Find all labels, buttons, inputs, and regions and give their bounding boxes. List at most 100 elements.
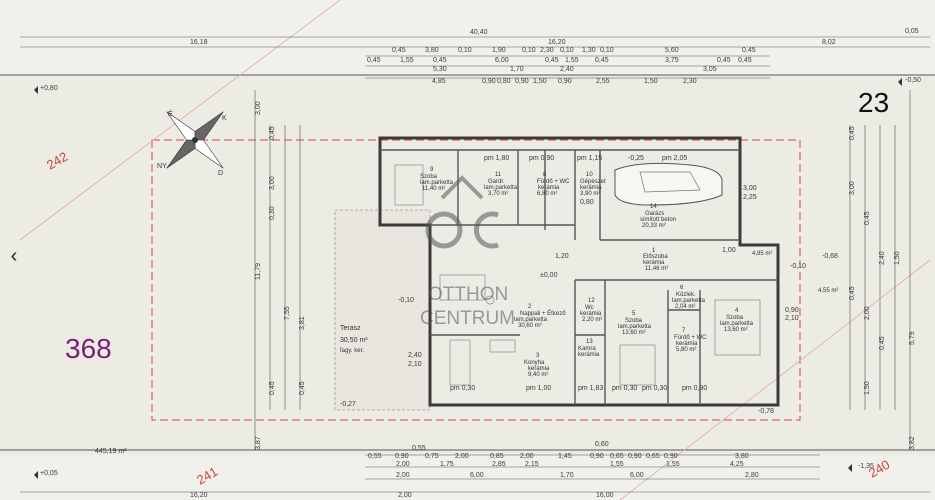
room-1: 1 Előszoba kerámia 11,46 m² — [643, 248, 668, 272]
svg-text:0,10: 0,10 — [600, 47, 614, 54]
svg-text:9,40 m²: 9,40 m² — [528, 372, 548, 378]
top-dimension-lines — [20, 36, 930, 79]
svg-text:-0,68: -0,68 — [822, 253, 838, 260]
svg-text:3: 3 — [536, 353, 540, 359]
svg-text:0,90: 0,90 — [785, 307, 799, 314]
svg-text:30,60 m²: 30,60 m² — [518, 323, 542, 329]
svg-text:14: 14 — [650, 204, 657, 210]
room-2: 2 Nappali + Étkező lam.parketta 30,60 m² — [514, 304, 566, 329]
svg-text:11,46 m²: 11,46 m² — [645, 266, 668, 272]
svg-text:11: 11 — [495, 172, 502, 178]
svg-text:0,45: 0,45 — [595, 57, 609, 64]
svg-text:7,55: 7,55 — [284, 306, 291, 320]
compass-west: NY — [157, 163, 167, 170]
svg-text:+0,80: +0,80 — [40, 85, 58, 92]
svg-text:Nappali + Étkező: Nappali + Étkező — [520, 310, 566, 317]
bottom-dimension-row-2: 2,00 1,75 2,85 2,15 1,55 1,55 4,25 — [396, 461, 744, 468]
svg-text:0,45: 0,45 — [269, 381, 276, 395]
svg-text:3,00: 3,00 — [269, 176, 276, 190]
svg-text:2,85: 2,85 — [492, 461, 506, 468]
svg-text:5,80 m²: 5,80 m² — [676, 347, 696, 353]
svg-text:2,15: 2,15 — [525, 461, 539, 468]
svg-text:2,00: 2,00 — [864, 306, 871, 320]
svg-text:1,20: 1,20 — [555, 253, 569, 260]
dim-top-3: 8,02 — [822, 39, 836, 46]
svg-text:0,90: 0,90 — [628, 453, 642, 460]
svg-text:6,80 m²: 6,80 m² — [537, 191, 557, 197]
right-dimension-column: 0,45 3,00 0,45 2,40 1,50 0,45 2,00 0,45 … — [849, 126, 916, 450]
svg-text:5: 5 — [632, 311, 636, 317]
svg-text:3,87: 3,87 — [255, 436, 262, 450]
svg-text:1,55: 1,55 — [565, 57, 579, 64]
svg-text:-0,10: -0,10 — [398, 297, 414, 304]
svg-text:4,25: 4,25 — [730, 461, 744, 468]
svg-text:2: 2 — [528, 304, 532, 310]
dim-top-4: 0,05 — [905, 28, 919, 35]
svg-text:11,40 m²: 11,40 m² — [422, 186, 445, 192]
svg-text:Kamra: Kamra — [578, 346, 596, 352]
svg-text:0,85: 0,85 — [490, 453, 504, 460]
svg-text:6,00: 6,00 — [470, 472, 484, 479]
svg-text:pm 0,90: pm 0,90 — [529, 155, 554, 162]
svg-text:2,30: 2,30 — [683, 78, 697, 85]
terrace-outline — [334, 209, 431, 411]
svg-text:3,05: 3,05 — [703, 66, 717, 73]
svg-text:4: 4 — [735, 308, 739, 314]
top-dimension-row-4: 4,85 0,90 0,80 0,90 1,50 0,90 2,55 1,50 … — [432, 78, 697, 85]
compass-south: D — [218, 170, 223, 177]
bottom-dimension-row-4: 16,20 2,00 16,00 — [190, 492, 614, 499]
svg-text:0,30: 0,30 — [269, 206, 276, 220]
svg-text:3,81: 3,81 — [299, 316, 306, 330]
svg-text:1,55: 1,55 — [610, 461, 624, 468]
svg-text:3,75: 3,75 — [665, 57, 679, 64]
room-11: 11 Gardr. lam.parketta 3,70 m² — [484, 172, 518, 197]
svg-text:0,80: 0,80 — [580, 199, 594, 206]
svg-text:pm 1,83: pm 1,83 — [578, 385, 603, 392]
svg-text:3,90 m²: 3,90 m² — [580, 191, 600, 197]
svg-text:4,85: 4,85 — [432, 78, 446, 85]
svg-text:13,60 m²: 13,60 m² — [622, 330, 646, 336]
vertical-dimension-lines — [254, 90, 911, 450]
svg-text:2,40: 2,40 — [408, 352, 422, 359]
svg-text:5,79: 5,79 — [909, 331, 916, 345]
svg-text:-0,25: -0,25 — [628, 155, 644, 162]
svg-text:-0,27: -0,27 — [340, 401, 356, 408]
neighbor-line — [619, 259, 931, 500]
room-4: 4 Szoba lam.parketta 13,60 m² — [720, 308, 754, 333]
building-walls — [378, 136, 780, 407]
svg-text:0,45: 0,45 — [392, 47, 406, 54]
svg-text:1,75: 1,75 — [440, 461, 454, 468]
svg-text:2,04 m²: 2,04 m² — [675, 304, 695, 310]
svg-text:4,55 m²: 4,55 m² — [818, 288, 838, 294]
svg-text:pm 0,30: pm 0,30 — [450, 385, 475, 392]
svg-text:11,79: 11,79 — [255, 263, 262, 280]
svg-text:0,65: 0,65 — [610, 453, 624, 460]
svg-text:1,50: 1,50 — [533, 78, 547, 85]
svg-text:-1,35: -1,35 — [858, 463, 874, 470]
svg-text:2,25: 2,25 — [743, 194, 757, 201]
left-dimension-column: 3,00 0,45 3,00 0,30 11,79 7,55 0,45 3,81… — [255, 101, 306, 450]
svg-text:Wc: Wc — [585, 305, 594, 311]
svg-text:3,80: 3,80 — [425, 47, 439, 54]
svg-text:5,60: 5,60 — [665, 47, 679, 54]
svg-text:0,90: 0,90 — [395, 453, 409, 460]
svg-text:2,00: 2,00 — [398, 492, 412, 499]
svg-text:pm 0,30: pm 0,30 — [642, 385, 667, 392]
svg-text:kerámia: kerámia — [643, 260, 665, 266]
svg-text:-0,50: -0,50 — [905, 77, 921, 84]
previous-arrow-button[interactable]: ‹ — [10, 244, 18, 267]
svg-text:0,55: 0,55 — [368, 453, 382, 460]
dim-top-1: 16,18 — [190, 39, 208, 46]
svg-text:0,45: 0,45 — [879, 336, 886, 350]
svg-text:0,90: 0,90 — [664, 453, 678, 460]
svg-text:kerámia: kerámia — [580, 185, 602, 191]
svg-text:13,60 m²: 13,60 m² — [724, 327, 748, 333]
svg-text:0,45: 0,45 — [433, 57, 447, 64]
terrace-name: Terasz — [340, 325, 361, 332]
svg-text:0,65: 0,65 — [646, 453, 660, 460]
room-5: 5 Szoba lam.parketta 13,60 m² — [618, 311, 652, 336]
svg-text:Közlek.: Közlek. — [676, 292, 696, 298]
svg-text:lam.parketta: lam.parketta — [618, 324, 652, 330]
svg-text:1,50: 1,50 — [644, 78, 658, 85]
